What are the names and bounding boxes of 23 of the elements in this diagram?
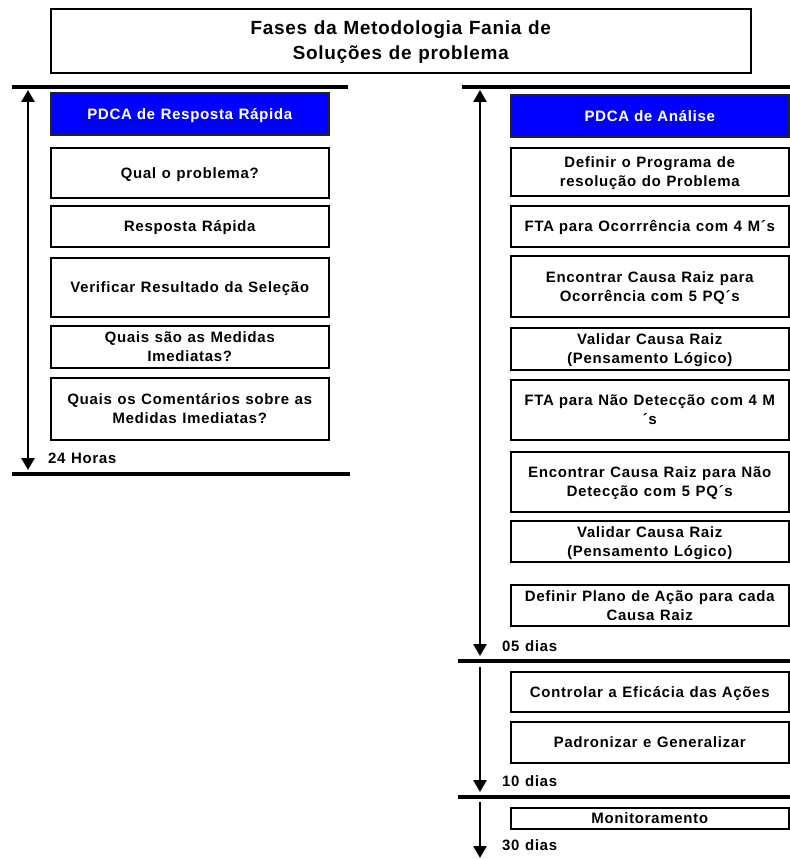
duration-label: 30 dias (502, 837, 558, 854)
step-box: Validar Causa Raiz (Pensamento Lógico) (510, 327, 790, 371)
duration-label: 05 dias (502, 638, 558, 655)
duration-label: 24 Horas (48, 450, 117, 467)
phase-header-box: PDCA de Análise (510, 94, 790, 138)
step-box: FTA para Não Detecção com 4 M´s (510, 379, 790, 441)
duration-label: 10 dias (502, 773, 558, 790)
step-box: Monitoramento (510, 807, 790, 830)
phase-header-box: PDCA de Resposta Rápida (50, 92, 330, 136)
step-box: Controlar a Eficácia das Ações (510, 671, 790, 713)
step-box: Validar Causa Raiz (Pensamento Lógico) (510, 520, 790, 563)
step-box: Encontrar Causa Raiz para Não Detecção com 5 PQ´s (510, 451, 790, 513)
step-box: Definir o Programa de resolução do Problema (510, 147, 790, 197)
title-box: Fases da Metodologia Fania de Soluções de problema (50, 8, 752, 74)
step-box: Encontrar Causa Raiz para Ocorrência com 5 PQ´s (510, 255, 790, 318)
step-box: Qual o problema? (50, 147, 330, 199)
step-box: Quais os Comentários sobre as Medidas Imediatas? (50, 377, 330, 441)
step-box: FTA para Ocorrrência com 4 M´s (510, 205, 790, 248)
step-box: Resposta Rápida (50, 205, 330, 248)
step-box: Verificar Resultado da Seleção (50, 257, 330, 318)
step-box: Quais são as Medidas Imediatas? (50, 325, 330, 369)
step-box: Padronizar e Generalizar (510, 721, 790, 764)
step-box: Definir Plano de Ação para cada Causa Raiz (510, 584, 790, 627)
